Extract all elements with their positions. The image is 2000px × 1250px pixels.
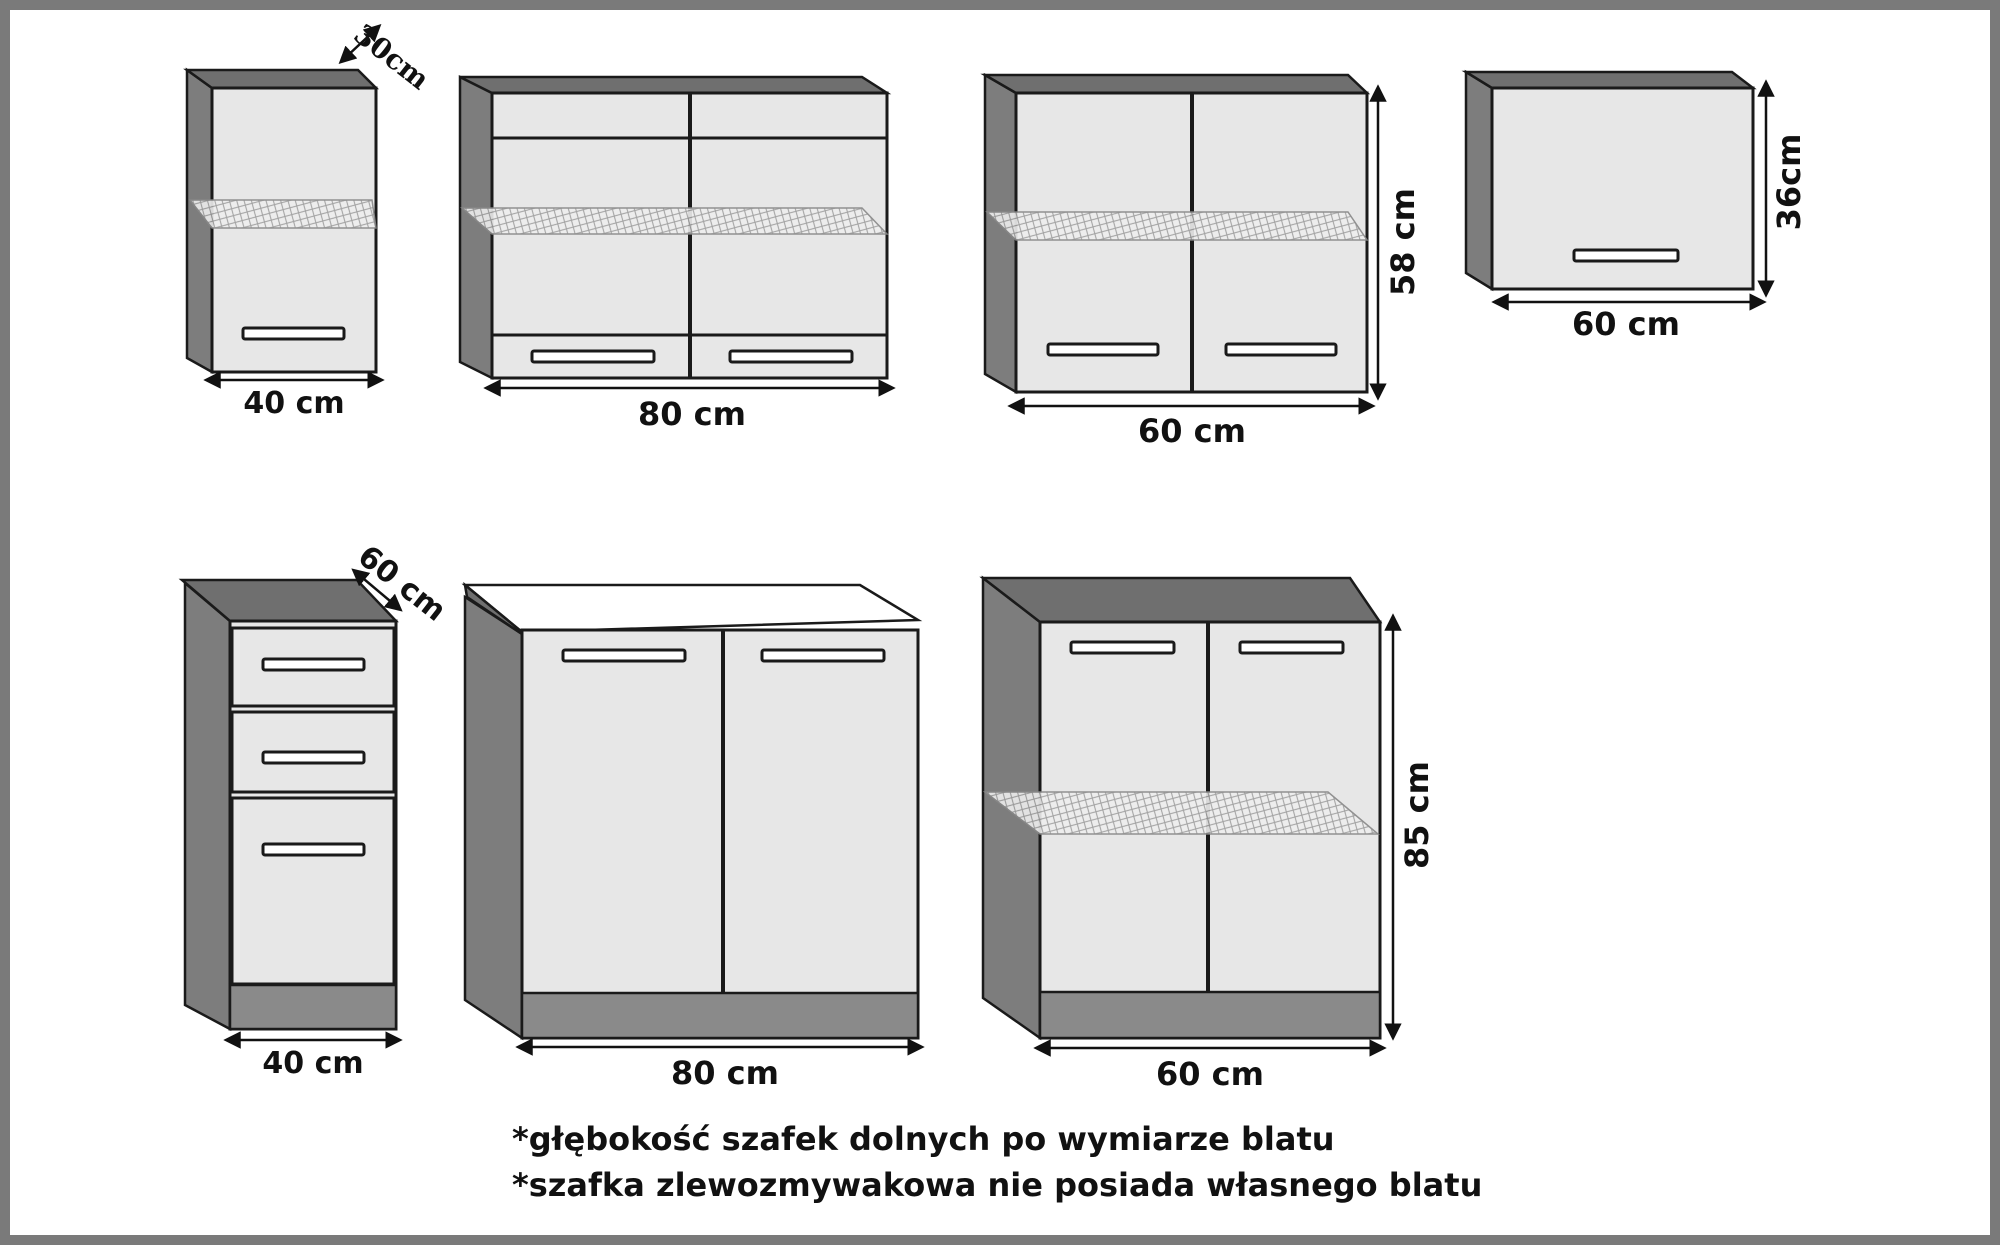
upper-cabinet-60 xyxy=(980,72,1387,415)
lower-drawer-cabinet-40 xyxy=(178,568,403,1049)
upper-cabinet-40 xyxy=(183,24,385,389)
note-sink: *szafka zlewozmywakowa nie posiada własn… xyxy=(512,1166,1482,1204)
upper-60-flap-width-label: 60 cm xyxy=(1572,305,1680,343)
note-depth: *głębokość szafek dolnych po wymiarze bl… xyxy=(512,1120,1335,1158)
lower-sink-cabinet-80 xyxy=(461,581,925,1056)
upper-cabinet-80 xyxy=(458,74,896,397)
upper-60-flap-height-label: 36cm xyxy=(1770,134,1808,231)
upper-80-width-label: 80 cm xyxy=(638,395,746,433)
lower-40-width-label: 40 cm xyxy=(262,1046,363,1081)
upper-cabinet-60-flap xyxy=(1461,69,1775,311)
lower-60-width-label: 60 cm xyxy=(1156,1055,1264,1093)
upper-40-width-label: 40 cm xyxy=(243,386,344,421)
lower-60-height-label: 85 cm xyxy=(1398,761,1436,869)
lower-base-cabinet-60 xyxy=(979,575,1402,1057)
upper-60-height-label: 58 cm xyxy=(1384,188,1422,296)
upper-60-width-label: 60 cm xyxy=(1138,412,1246,450)
lower-80-width-label: 80 cm xyxy=(671,1054,779,1092)
